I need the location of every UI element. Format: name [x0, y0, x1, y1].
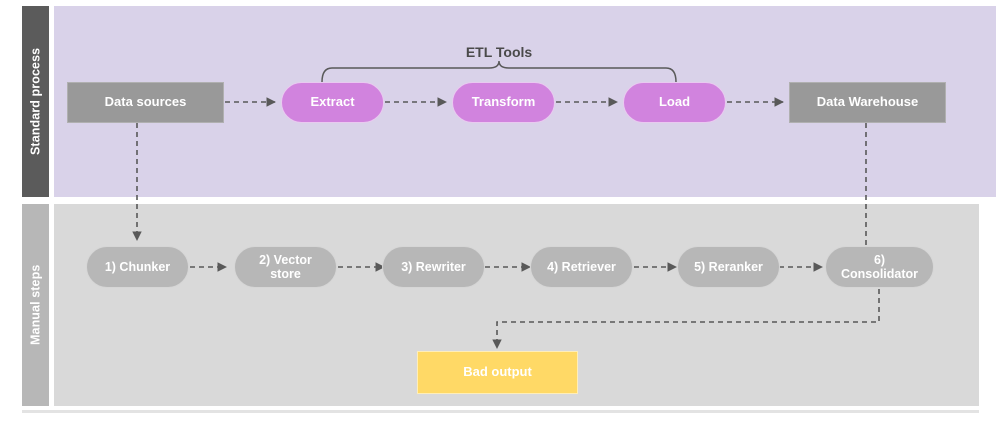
lane-header-standard-process: Standard process — [22, 6, 49, 197]
node-load[interactable]: Load — [623, 82, 726, 123]
node-chunker[interactable]: 1) Chunker — [86, 246, 189, 288]
node-retriever[interactable]: 4) Retriever — [530, 246, 633, 288]
node-transform[interactable]: Transform — [452, 82, 555, 123]
node-transform-label: Transform — [471, 94, 536, 110]
node-data-sources-label: Data sources — [104, 94, 187, 110]
node-reranker-label: 5) Reranker — [694, 259, 763, 274]
node-rewriter[interactable]: 3) Rewriter — [382, 246, 485, 288]
annotation-etl-tools-label: ETL Tools — [465, 44, 533, 60]
node-vector-store[interactable]: 2) Vector store — [234, 246, 337, 288]
node-data-sources[interactable]: Data sources — [67, 82, 224, 123]
node-reranker[interactable]: 5) Reranker — [677, 246, 780, 288]
node-consolidator[interactable]: 6) Consolidator — [825, 246, 934, 288]
node-load-label: Load — [658, 94, 691, 110]
bottom-divider — [22, 410, 979, 413]
annotation-etl-tools: ETL Tools — [404, 44, 594, 60]
lane-label-manual-steps: Manual steps — [28, 264, 43, 346]
node-data-warehouse[interactable]: Data Warehouse — [789, 82, 946, 123]
node-retriever-label: 4) Retriever — [547, 259, 616, 274]
node-bad-output-label: Bad output — [463, 364, 532, 380]
node-rewriter-label: 3) Rewriter — [401, 259, 466, 274]
lane-label-standard-process: Standard process — [28, 47, 43, 156]
node-chunker-label: 1) Chunker — [104, 259, 171, 274]
lane-header-manual-steps: Manual steps — [22, 204, 49, 406]
node-consolidator-label: 6) Consolidator — [840, 252, 919, 281]
node-extract-label: Extract — [310, 94, 355, 110]
node-vector-store-label: 2) Vector store — [259, 252, 312, 281]
node-extract[interactable]: Extract — [281, 82, 384, 123]
node-bad-output[interactable]: Bad output — [417, 351, 578, 394]
node-data-warehouse-label: Data Warehouse — [816, 94, 919, 110]
